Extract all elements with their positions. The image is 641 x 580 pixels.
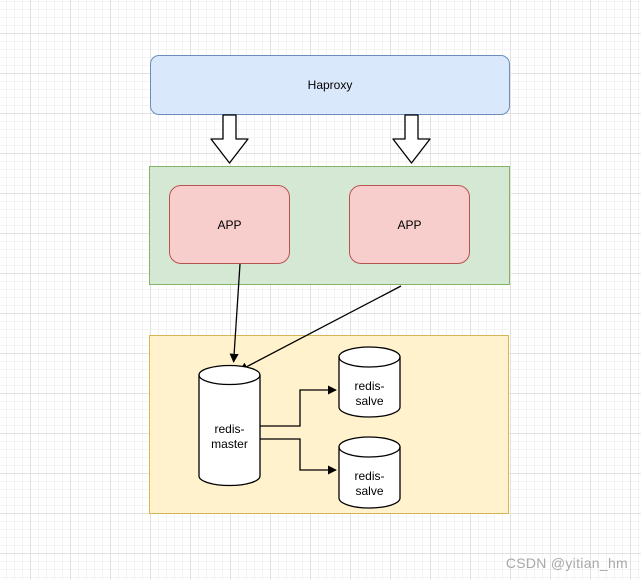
redis-slave2-cylinder	[338, 436, 401, 509]
block-arrow-down-right	[392, 114, 431, 164]
watermark: CSDN @yitian_hm	[505, 555, 628, 571]
haproxy-label: Haproxy	[307, 78, 353, 92]
app-node-2-label: APP	[397, 217, 422, 232]
redis-master-label: redis- master	[211, 422, 248, 451]
redis-slave1-cylinder	[338, 346, 401, 418]
redis-master-cylinder	[198, 364, 261, 487]
app-node-1: APP	[169, 185, 290, 264]
redis-slave2-label: redis- salve	[354, 469, 385, 498]
redis-master-cylinder-rim	[198, 374, 261, 386]
redis-slave2-cylinder-rim	[338, 446, 401, 458]
redis-slave2-cylinder-body	[338, 436, 401, 509]
redis-master-cylinder-body	[198, 364, 261, 487]
redis-slave1-cylinder-rim	[338, 356, 401, 368]
app-node-1-label: APP	[217, 217, 242, 232]
redis-slave1-cylinder-body	[338, 346, 401, 418]
master-to-slave1-connector	[260, 385, 337, 427]
app1-to-master-connector	[229, 263, 241, 363]
haproxy-node: Haproxy	[150, 55, 510, 115]
redis-slave1-label: redis- salve	[354, 379, 385, 408]
master-to-slave2-connector	[260, 438, 337, 475]
app2-to-master-connector	[238, 285, 402, 372]
block-arrow-down-left	[210, 114, 249, 164]
app-node-2: APP	[349, 185, 470, 264]
